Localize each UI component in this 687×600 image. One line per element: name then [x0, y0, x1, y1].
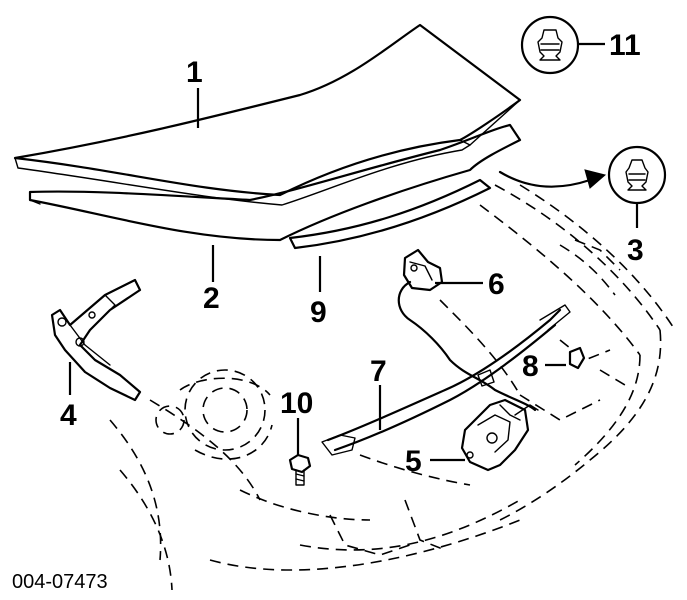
vehicle-body-outline [109, 184, 676, 591]
hood-bumper-detail-11 [520, 15, 580, 75]
callout-10: 10 [280, 387, 313, 420]
leader-lines [68, 42, 639, 462]
hood-bumper-detail-3 [607, 145, 667, 205]
callout-3: 3 [627, 234, 644, 267]
cable-clip [568, 346, 586, 370]
callout-7: 7 [370, 355, 387, 388]
callout-9: 9 [310, 296, 327, 329]
callout-1: 1 [186, 56, 203, 89]
hood-release-cable [321, 280, 571, 456]
callout-6: 6 [488, 268, 505, 301]
callout-4: 4 [60, 399, 77, 432]
hood-seal [288, 178, 492, 250]
callout-11: 11 [609, 29, 641, 62]
bolt [288, 453, 312, 486]
engine-component [155, 369, 273, 460]
callout-8: 8 [522, 350, 539, 383]
arrow-to-bumper-detail [498, 169, 607, 189]
diagram-code: 004-07473 [12, 571, 108, 593]
callout-5: 5 [405, 445, 422, 478]
hood-hinge [50, 278, 142, 402]
hood-latch [460, 398, 539, 472]
hood-insulator [28, 123, 522, 242]
callout-2: 2 [203, 282, 220, 315]
